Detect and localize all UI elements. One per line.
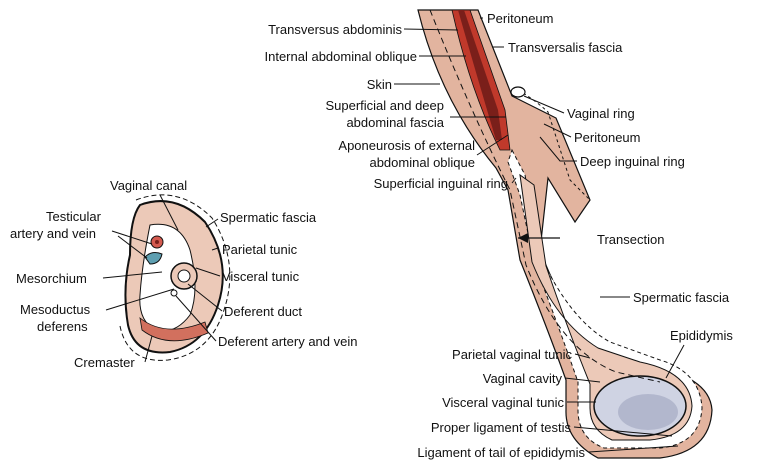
leader-transversus bbox=[403, 28, 459, 31]
leader-deferent-duct bbox=[187, 283, 223, 312]
transection-arrow bbox=[518, 233, 528, 243]
leader-testicular-2 bbox=[117, 235, 148, 259]
label-deferent-artery-vein: Deferent artery and vein bbox=[218, 334, 357, 349]
label-transversalis-fascia: Transversalis fascia bbox=[508, 40, 623, 55]
vaginal-ring bbox=[510, 86, 526, 98]
leader-aponeurosis bbox=[476, 134, 509, 156]
leader-parietal-vaginal bbox=[574, 353, 591, 359]
label-aponeurosis-1: Aponeurosis of external bbox=[338, 138, 475, 153]
label-vaginal-cavity: Vaginal cavity bbox=[483, 371, 563, 386]
leader-epididymis bbox=[665, 344, 685, 379]
label-visceral-vaginal-tunic: Visceral vaginal tunic bbox=[442, 395, 564, 410]
leader-spermatic-left bbox=[205, 218, 219, 228]
label-visceral-tunic: Visceral tunic bbox=[222, 269, 300, 284]
label-superficial-inguinal-ring: Superficial inguinal ring bbox=[374, 176, 508, 191]
label-peritoneum-top: Peritoneum bbox=[487, 11, 553, 26]
label-aponeurosis-2: abdominal oblique bbox=[369, 155, 475, 170]
spermatic-fascia-line bbox=[429, 9, 661, 383]
leader-vaginal-canal bbox=[159, 194, 179, 231]
leader-proper-ligament bbox=[573, 426, 673, 437]
label-mesoductus-2: deferens bbox=[37, 319, 88, 334]
label-epididymis: Epididymis bbox=[670, 328, 733, 343]
deferent-duct-lumen bbox=[177, 269, 191, 283]
muscle-stripe bbox=[458, 10, 502, 140]
label-vaginal-ring: Vaginal ring bbox=[567, 106, 635, 121]
cross-section-dashed-fascia bbox=[119, 194, 231, 361]
label-deep-inguinal-ring: Deep inguinal ring bbox=[580, 154, 685, 169]
label-testicular-1: Testicular bbox=[46, 209, 102, 224]
cremaster-muscle bbox=[139, 317, 209, 342]
label-mesoductus-1: Mesoductus bbox=[20, 302, 91, 317]
leader-testicular bbox=[111, 230, 153, 245]
leader-cremaster bbox=[144, 335, 153, 363]
leader-peritoneum-mid bbox=[543, 123, 572, 138]
label-vaginal-canal: Vaginal canal bbox=[110, 178, 187, 193]
label-superficial-deep-fascia-2: abdominal fascia bbox=[346, 115, 444, 130]
label-deferent-duct: Deferent duct bbox=[224, 304, 302, 319]
label-transection: Transection bbox=[597, 232, 664, 247]
label-spermatic-fascia-right: Spermatic fascia bbox=[633, 290, 730, 305]
leader-mesorchium bbox=[102, 271, 163, 279]
leader-superficial-ring bbox=[511, 177, 517, 184]
leader-lines bbox=[102, 17, 685, 453]
label-peritoneum-mid: Peritoneum bbox=[574, 130, 640, 145]
label-superficial-deep-fascia-1: Superficial and deep bbox=[325, 98, 444, 113]
testis-shade bbox=[618, 394, 678, 430]
leader-parietal-tunic bbox=[211, 247, 219, 251]
label-spermatic-fascia-left: Spermatic fascia bbox=[220, 210, 317, 225]
label-skin: Skin bbox=[367, 77, 392, 92]
label-proper-ligament-testis: Proper ligament of testis bbox=[431, 420, 572, 435]
leader-visceral-tunic bbox=[195, 267, 221, 277]
leader-deferent-vessels bbox=[175, 295, 217, 342]
label-testicular-2: artery and vein bbox=[10, 226, 96, 241]
inguinal-canal-illustration bbox=[417, 9, 713, 459]
label-cremaster: Cremaster bbox=[74, 355, 135, 370]
leader-vaginal-ring bbox=[523, 95, 565, 114]
cross-section-illustration bbox=[119, 194, 231, 361]
labels: Transversus abdominis Internal abdominal… bbox=[10, 11, 733, 460]
label-internal-abdominal-oblique: Internal abdominal oblique bbox=[265, 49, 418, 64]
label-ligament-tail-epididymis: Ligament of tail of epididymis bbox=[417, 445, 585, 460]
deep-ring-wall bbox=[517, 89, 591, 201]
testicular-artery-lumen bbox=[155, 240, 159, 244]
label-parietal-vaginal-tunic: Parietal vaginal tunic bbox=[452, 347, 572, 362]
leader-tail-epididymis bbox=[588, 445, 679, 453]
vaginal-process bbox=[519, 173, 693, 441]
leader-vaginal-cavity bbox=[564, 377, 601, 383]
label-parietal-tunic: Parietal tunic bbox=[222, 242, 298, 257]
leader-mesoductus bbox=[105, 288, 175, 311]
label-transversus-abdominis: Transversus abdominis bbox=[268, 22, 402, 37]
label-mesorchium: Mesorchium bbox=[16, 271, 87, 286]
deferent-vessel bbox=[170, 289, 178, 297]
testicular-vein bbox=[144, 252, 163, 265]
leader-deep-ring bbox=[539, 136, 577, 162]
